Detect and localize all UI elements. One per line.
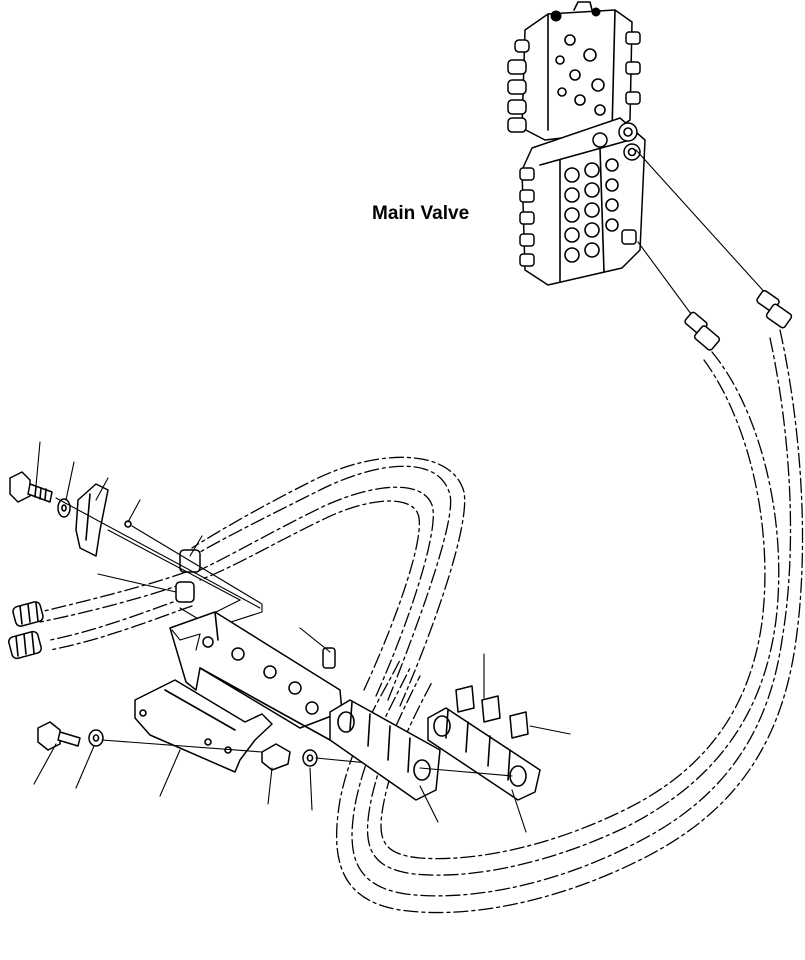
main-valve-pilot-hoses xyxy=(335,149,804,914)
leader-lines xyxy=(33,441,571,833)
main-valve-label: Main Valve xyxy=(372,203,470,224)
manifold-bracket xyxy=(169,611,343,741)
upper-loop-hoses xyxy=(191,456,466,707)
upper-left-hardware xyxy=(9,471,263,633)
hose-clamp-blocks xyxy=(329,685,541,801)
main-valve-assembly xyxy=(507,1,646,286)
left-hose-ends xyxy=(8,549,201,660)
